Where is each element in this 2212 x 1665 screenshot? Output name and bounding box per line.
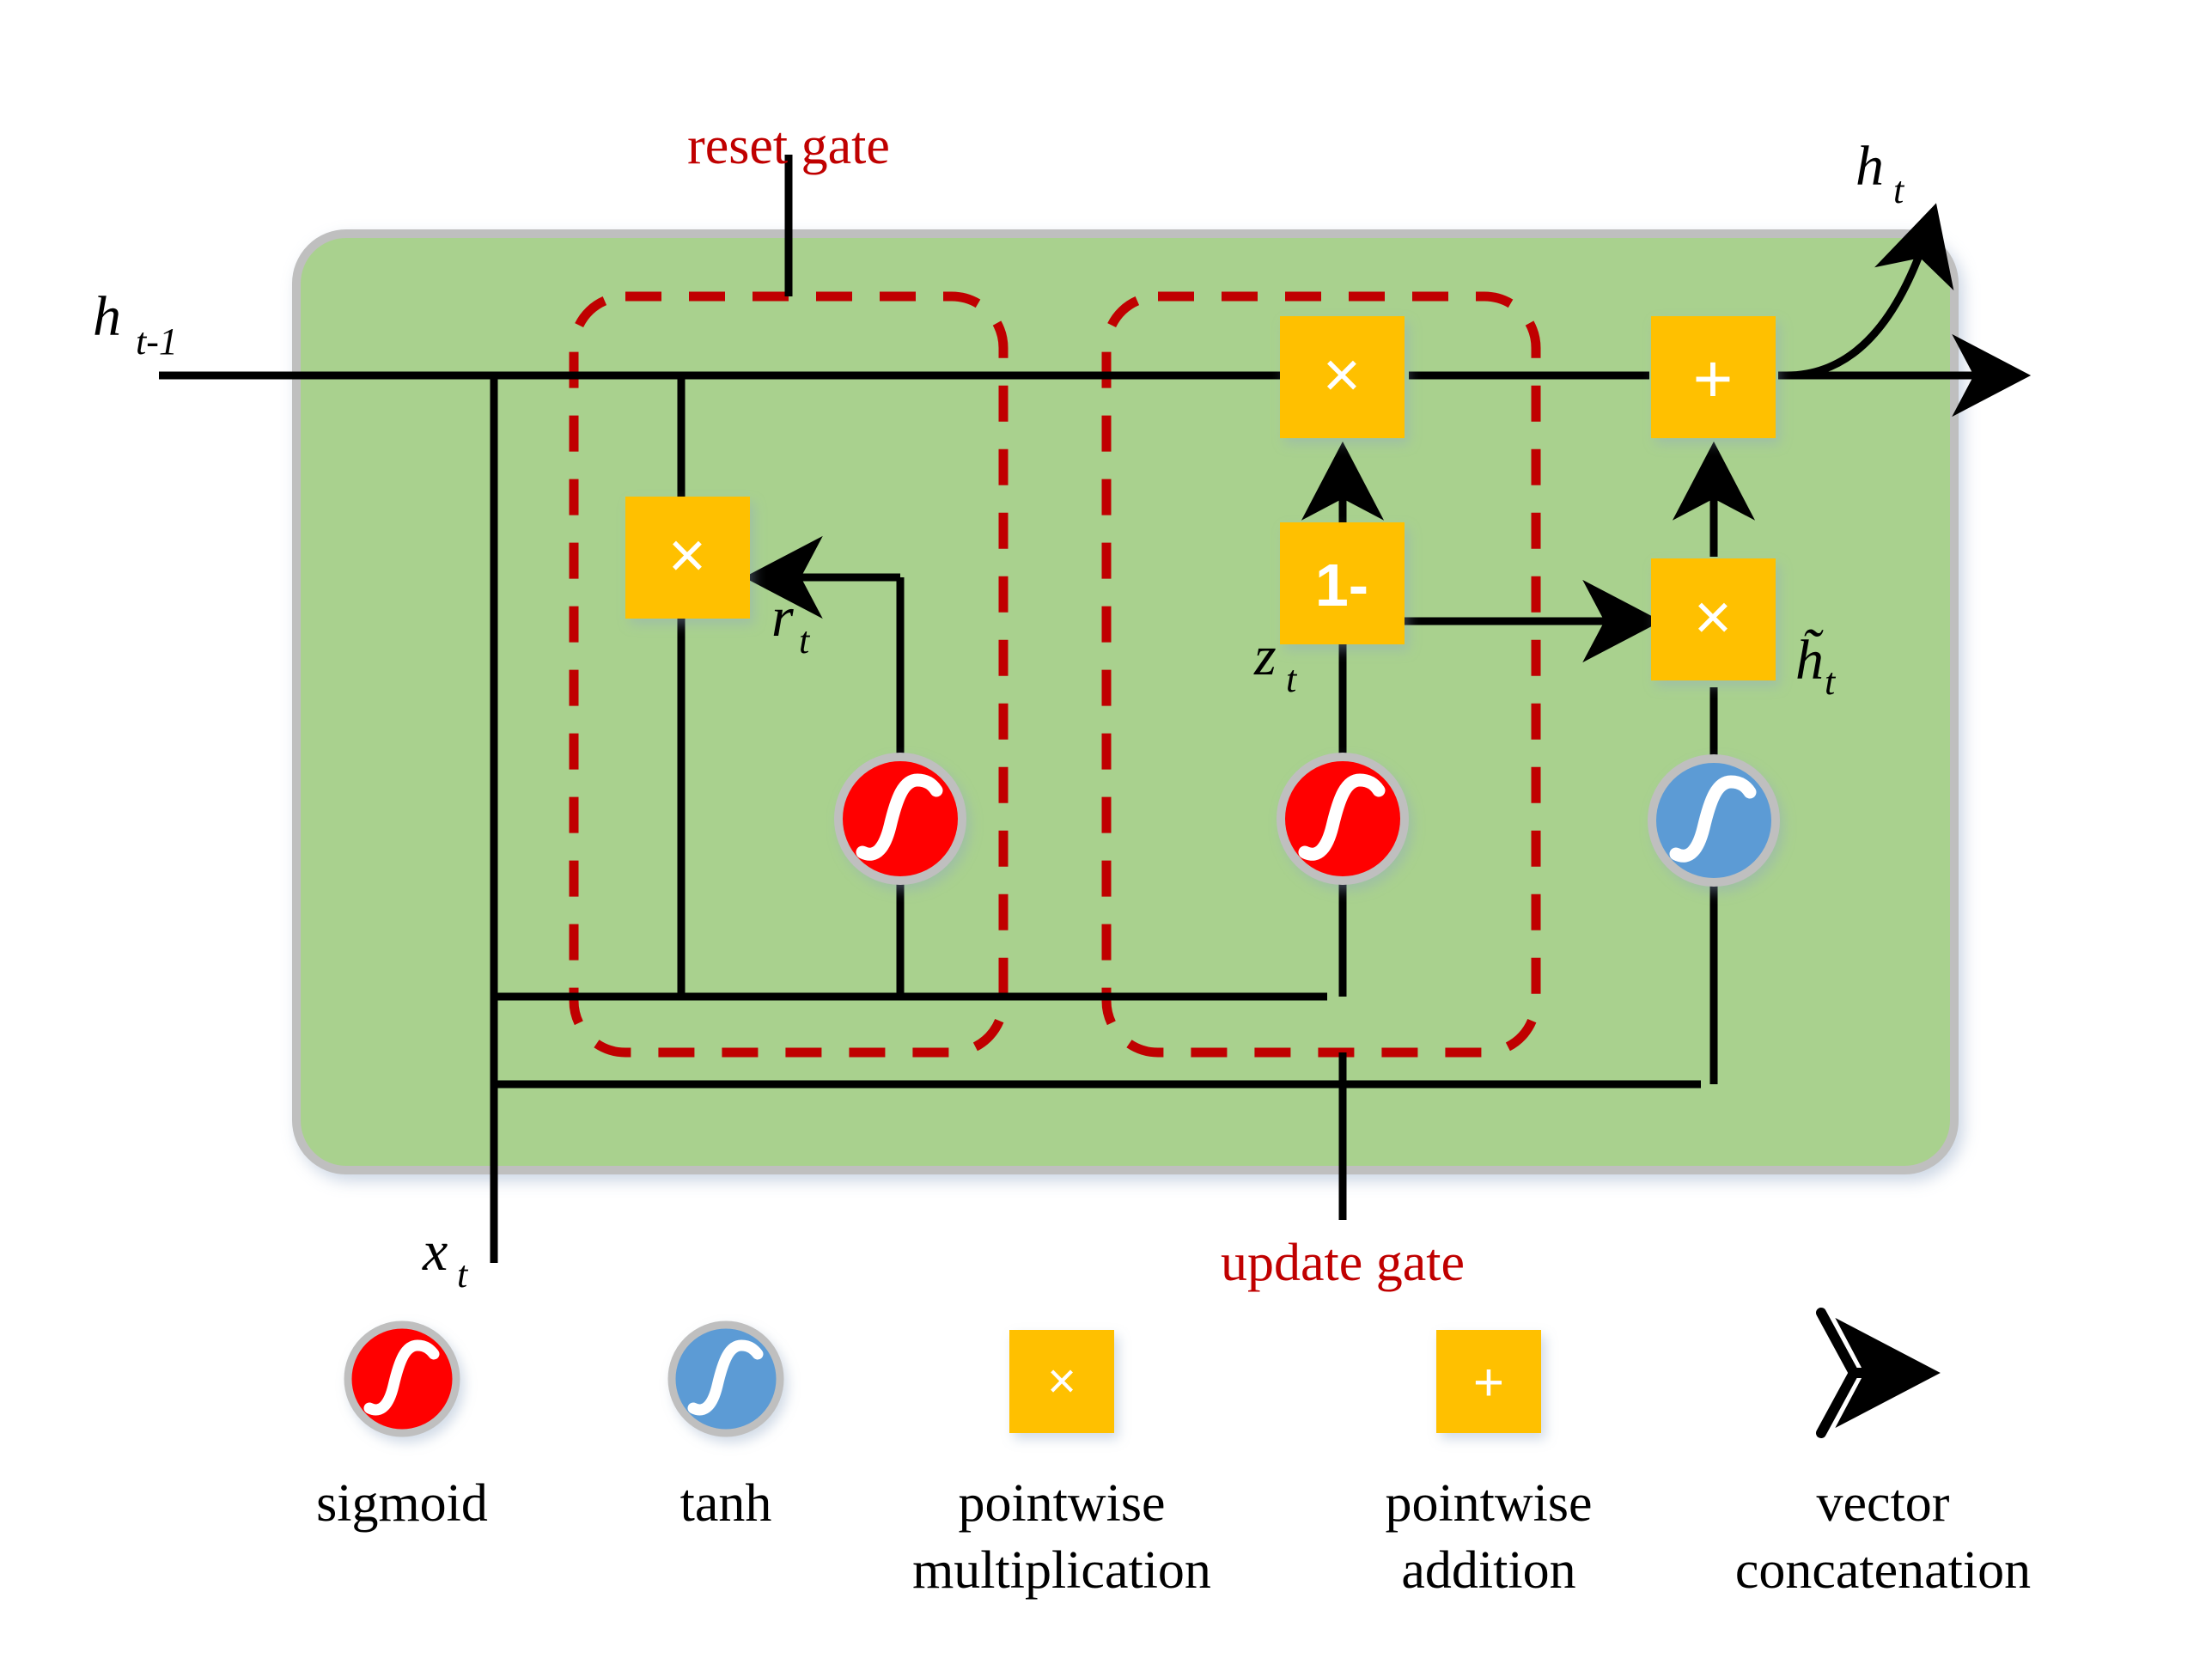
sigmoid-reset-curve: [856, 773, 943, 861]
mul-reset-glyph: ×: [668, 519, 706, 592]
vector-concatenation-icon[interactable]: [1816, 1308, 1941, 1438]
reset-gate-region: reset gate: [569, 117, 1009, 1058]
tanh-circle[interactable]: [1648, 754, 1780, 887]
wiring: [159, 203, 2032, 1263]
tanh-curve: [1669, 775, 1757, 863]
update-gate-label: update gate: [1221, 1234, 1465, 1292]
op-box-mul-candidate[interactable]: ×: [1651, 558, 1776, 680]
sigmoid-reset-circle[interactable]: [834, 753, 966, 885]
update-gate-region: update gate: [1101, 291, 1541, 1292]
h-cand-base: h̃: [1795, 629, 1825, 692]
label-h-prev: h t-1: [93, 285, 178, 363]
sigmoid-update-icon[interactable]: [1277, 753, 1409, 885]
label-r-gate: r t: [771, 586, 811, 662]
multiplication-box-icon[interactable]: [1009, 1330, 1114, 1433]
legend-tanh-curve: [687, 1339, 764, 1416]
x-in-base: x: [422, 1220, 448, 1283]
h-out-base: h: [1856, 135, 1884, 198]
reset-gate-label: reset gate: [687, 117, 890, 175]
legend-item-tanh[interactable]: tanh: [667, 1320, 784, 1533]
h-prev-base: h: [93, 285, 121, 348]
x-in-sub: t: [457, 1253, 469, 1296]
one-minus-box[interactable]: [1280, 522, 1405, 644]
concat-lower-branch: [1816, 1368, 1859, 1438]
mul-reset-box[interactable]: [625, 497, 750, 619]
legend-concat-label-2: concatenation: [1735, 1541, 2031, 1600]
h-cand-sub: t: [1825, 661, 1837, 703]
legend-add-glyph: +: [1473, 1353, 1504, 1412]
sigmoid-update-circle[interactable]: [1277, 753, 1409, 885]
op-box-one-minus[interactable]: 1-: [1280, 522, 1405, 644]
wire-ht-branch: [1786, 203, 1954, 380]
legend-item-addition[interactable]: + pointwise addition: [1385, 1330, 1593, 1600]
one-minus-glyph: 1-: [1315, 552, 1368, 619]
op-box-add[interactable]: +: [1651, 316, 1776, 438]
z-gate-sub: t: [1286, 658, 1298, 700]
h-prev-sub: t-1: [136, 320, 178, 363]
concat-upper-branch: [1816, 1308, 1859, 1378]
legend-sigmoid-label-1: sigmoid: [316, 1474, 488, 1533]
sigmoid-reset-icon[interactable]: [834, 753, 966, 885]
legend-sigmoid-curve: [363, 1339, 440, 1416]
addition-box-icon[interactable]: [1436, 1330, 1541, 1433]
add-box[interactable]: [1651, 316, 1776, 438]
mul-candidate-glyph: ×: [1694, 581, 1732, 654]
mul-top-glyph: ×: [1323, 338, 1361, 412]
mul-candidate-box[interactable]: [1651, 558, 1776, 680]
legend-item-multiplication[interactable]: × pointwise multiplication: [912, 1330, 1211, 1600]
legend-item-sigmoid[interactable]: sigmoid: [316, 1320, 488, 1533]
legend: sigmoid tanh × pointwise multiplication: [316, 1308, 2031, 1600]
legend-concat-label-1: vector: [1817, 1474, 1950, 1533]
legend-mul-glyph: ×: [1047, 1353, 1076, 1409]
label-h-out: h t: [1856, 135, 1905, 211]
z-gate-base: z: [1253, 625, 1277, 687]
legend-mul-label-2: multiplication: [912, 1541, 1211, 1600]
legend-item-concatenation[interactable]: vector concatenation: [1735, 1308, 2031, 1600]
label-h-candidate: h̃ t: [1795, 629, 1837, 703]
legend-add-label-1: pointwise: [1385, 1474, 1592, 1533]
label-x-in: x t: [422, 1220, 469, 1296]
legend-tanh-label-1: tanh: [680, 1474, 772, 1533]
op-box-mul-top[interactable]: ×: [1280, 316, 1405, 438]
label-z-gate: z t: [1253, 625, 1298, 700]
mul-top-box[interactable]: [1280, 316, 1405, 438]
legend-mul-label-1: pointwise: [958, 1474, 1165, 1533]
sigmoid-circle-icon[interactable]: [344, 1320, 460, 1437]
sigmoid-update-curve: [1298, 773, 1386, 861]
r-gate-base: r: [771, 586, 794, 649]
h-out-sub: t: [1893, 169, 1905, 211]
r-gate-sub: t: [799, 619, 811, 662]
op-box-mul-reset[interactable]: ×: [625, 497, 750, 619]
update-gate-dashed-box: [1101, 291, 1541, 1058]
legend-add-label-2: addition: [1401, 1541, 1575, 1600]
tanh-circle-icon[interactable]: [667, 1320, 784, 1437]
add-glyph: +: [1693, 340, 1734, 417]
tanh-candidate-icon[interactable]: [1648, 754, 1780, 887]
